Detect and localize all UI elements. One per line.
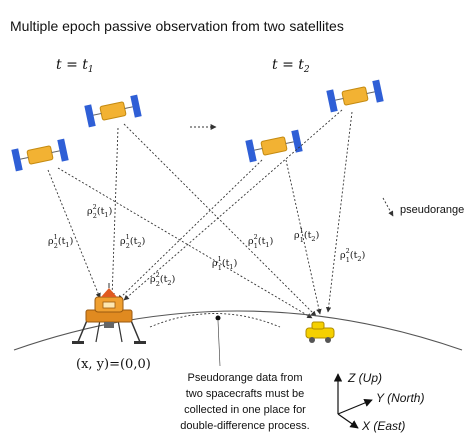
note-line-3: collected in one place for <box>184 404 306 416</box>
satellite-icon <box>245 129 303 163</box>
observation-point <box>215 315 221 321</box>
rover-icon <box>305 321 335 343</box>
range-line-s2-t2-rover <box>325 111 353 313</box>
pseudorange-label: pseudorange <box>400 204 464 216</box>
x-axis-arrow <box>337 413 359 429</box>
note-line-1: Pseudorange data from <box>188 372 303 384</box>
note-leader-line <box>217 320 221 367</box>
range-line-s1-t1-rover <box>57 167 313 319</box>
y-axis-label: Y (North) <box>376 391 424 405</box>
ground-surface <box>13 310 463 351</box>
satellite-icon <box>11 138 69 172</box>
y-axis-arrow <box>337 398 373 415</box>
z-axis-label: Z (Up) <box>347 371 382 385</box>
origin-label: (x, y)=(0,0) <box>76 357 151 372</box>
epoch-label-t2: t = t2 <box>272 57 310 75</box>
diagram-title: Multiple epoch passive observation from … <box>10 18 344 34</box>
coordinate-axes: Z (Up) Y (North) X (East) <box>333 371 424 433</box>
pseudorange-lines <box>47 109 353 319</box>
range-line-s2-t1-lander <box>109 127 119 299</box>
pseudorange-legend-arrow <box>382 197 394 217</box>
range-line-s1-t2-lander <box>117 159 263 301</box>
x-axis-label: X (East) <box>361 419 405 433</box>
satellite-icon <box>326 79 384 113</box>
note-line-4: double-difference process. <box>180 420 309 432</box>
note-line-2: two spacecrafts must be <box>186 388 305 400</box>
range-line-s2-t2-lander <box>123 109 343 301</box>
satellite-icon <box>84 94 142 128</box>
lander-icon <box>72 283 146 344</box>
range-line-s2-t1-rover <box>123 123 317 317</box>
range-line-s1-t1-lander <box>47 169 101 299</box>
epoch-label-t1: t = t1 <box>56 57 94 75</box>
baseline-arc <box>149 313 281 328</box>
